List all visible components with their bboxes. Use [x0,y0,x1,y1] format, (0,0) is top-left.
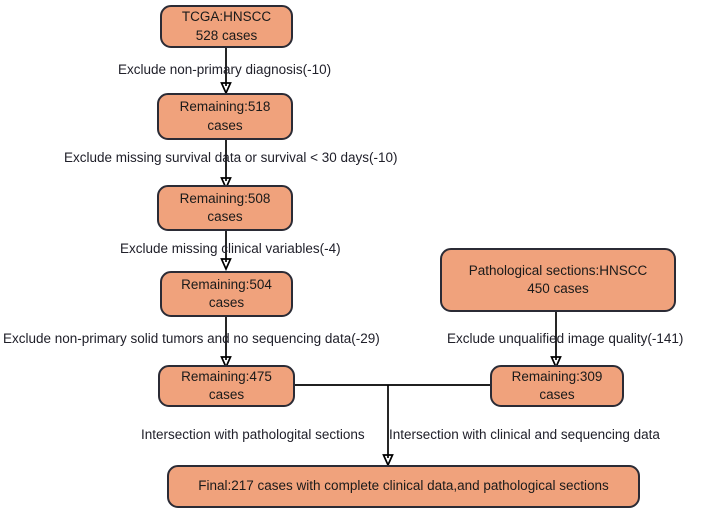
node-pathological-sections-hnscc[interactable]: Pathological sections:HNSCC 450 cases [440,248,676,312]
node-remaining-475[interactable]: Remaining:475 cases [158,365,295,407]
node-final-217[interactable]: Final:217 cases with complete clinical d… [167,465,640,508]
edge-label-intersection-clinical-sequencing: Intersection with clinical and sequencin… [389,427,660,442]
edge-label-exclude-missing-survival: Exclude missing survival data or surviva… [64,150,398,165]
edge-label-exclude-non-primary-solid-tumors: Exclude non-primary solid tumors and no … [3,331,380,346]
node-remaining-518[interactable]: Remaining:518 cases [157,93,293,140]
node-tcga-hnscc[interactable]: TCGA:HNSCC 528 cases [160,5,293,48]
arrowhead-final [382,454,394,468]
edge-label-exclude-non-primary-diagnosis: Exclude non-primary diagnosis(-10) [118,62,332,77]
node-remaining-504[interactable]: Remaining:504 cases [160,271,293,317]
node-remaining-309[interactable]: Remaining:309 cases [490,365,624,407]
edge-label-intersection-pathological-sections: Intersection with pathologital sections [141,427,365,442]
edge-label-exclude-unqualified-image-quality: Exclude unqualified image quality(-141) [447,331,684,346]
edge-label-exclude-missing-clinical: Exclude missing clinical variables(-4) [120,241,341,256]
arrowhead-n3-n4 [220,258,232,272]
node-remaining-508[interactable]: Remaining:508 cases [157,185,293,231]
arrowhead-n1-n2 [220,82,232,96]
